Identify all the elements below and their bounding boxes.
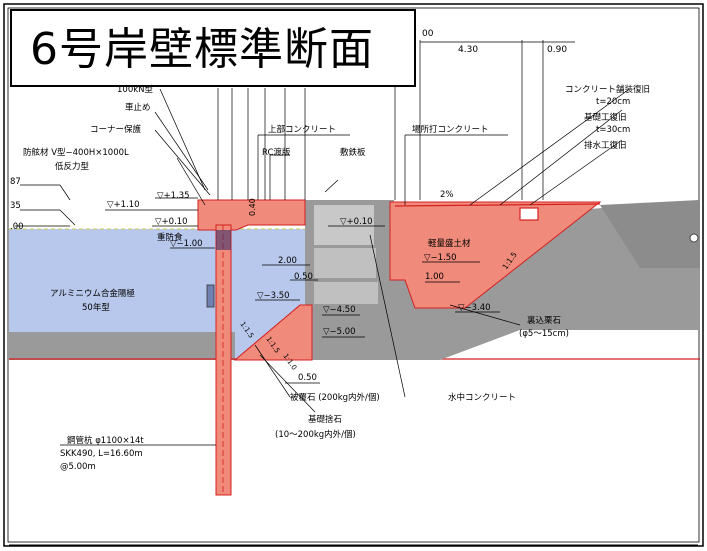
dim-top-b: 4.30: [458, 45, 478, 55]
label-iron-plate: 敷鉄板: [340, 147, 366, 158]
drainage-box: [519, 207, 539, 221]
anode: [206, 284, 215, 308]
ground-far-right: [600, 200, 700, 268]
dim-100: 1.00: [425, 272, 444, 282]
level-plus-010-b: ▽+0.10: [340, 217, 373, 227]
label-pave-2: t=20cm: [596, 97, 630, 107]
cast-in-place-concrete: [389, 201, 602, 309]
title-box: 6号岸壁標準断面: [10, 9, 416, 87]
grade-2pct: 2%: [440, 190, 454, 200]
drawing-frame: [3, 3, 704, 547]
dim-050-a: 0.50: [294, 272, 313, 282]
label-stop: 車止め: [125, 102, 151, 113]
level-minus-150: ▽−1.50: [424, 253, 457, 263]
level-minus-350: ▽−3.50: [257, 291, 290, 301]
label-base-1: 基礎工復旧: [584, 112, 627, 123]
label-pile-3: @5.00m: [60, 462, 96, 472]
label-light-fill: 軽量盛土材: [428, 238, 471, 249]
label-100kn: 100kN型: [117, 85, 154, 95]
slope-mound: 1:1.5: [264, 335, 281, 354]
ground-marker: [689, 233, 699, 243]
leader-lines: [15, 40, 629, 446]
old-block-2: [314, 248, 376, 278]
label-corner: コーナー保護: [90, 124, 142, 135]
label-foundation-1: 基礎捨石: [308, 414, 342, 425]
slope-rock: 1:1.5: [238, 320, 255, 339]
dim-040: 0.40: [248, 198, 257, 216]
label-anode-1: アルミニウム合金陽極: [50, 288, 135, 299]
dim-top-c: 0.90: [547, 45, 567, 55]
label-pave-1: コンクリート舗装復旧: [565, 84, 650, 95]
anticorrosion-band: [216, 230, 231, 250]
label-cover-stone: 被覆石 (200kg内外/個): [290, 392, 380, 403]
level-left-00: .00: [10, 222, 24, 232]
level-left-87: 87: [10, 177, 21, 187]
label-pile-1: 鋼管杭 φ1100×14t: [67, 435, 144, 446]
level-plus-110: ▽+1.10: [107, 200, 140, 210]
label-backfill-2: (φ5〜15cm): [519, 329, 569, 339]
level-minus-340: ▽−3.40: [458, 303, 491, 313]
level-minus-500: ▽−5.00: [323, 327, 356, 337]
level-left-35: 35: [10, 201, 21, 211]
label-pile-2: SKK490, L=16.60m: [60, 449, 143, 459]
old-block-1: [314, 205, 374, 245]
dim-200: 2.00: [278, 256, 297, 266]
label-drain: 排水工復旧: [584, 140, 627, 151]
level-minus-450: ▽−4.50: [323, 305, 356, 315]
level-minus-100: ▽−1.00: [170, 239, 203, 249]
label-backfill-1: 裏込栗石: [527, 315, 561, 326]
dim-top-a: 00: [422, 29, 434, 39]
dim-050-b: 0.50: [298, 373, 317, 383]
level-plus-135: ▽+1.35: [157, 191, 190, 201]
label-anticorrosion: 重防食: [157, 232, 183, 243]
steel-pipe-pile: [215, 224, 232, 496]
seabed-ground: [9, 332, 235, 360]
label-base-2: t=30cm: [596, 125, 630, 135]
label-foundation-2: (10〜200kg内外/個): [275, 429, 356, 440]
slope-small: 1:1.0: [281, 352, 298, 371]
rubble-mound: [233, 304, 313, 361]
pavement-line: [394, 203, 601, 207]
old-block-3: [314, 282, 378, 304]
label-cast-in-place: 場所打コンクリート: [412, 124, 489, 135]
drawing-title: 6号岸壁標準断面: [30, 24, 374, 75]
label-underwater-concrete: 水中コンクリート: [448, 392, 516, 403]
label-rc-slab: RC渡版: [262, 147, 291, 158]
slope-fill: 1:1.5: [500, 250, 519, 271]
label-fender-2: 低反力型: [55, 161, 90, 172]
level-plus-010-a: ▽+0.10: [155, 217, 188, 227]
label-fender-1: 防舷材 V型−400H×1000L: [23, 147, 129, 158]
label-anode-2: 50年型: [82, 302, 110, 313]
label-upper-concrete: 上部コンクリート: [268, 124, 336, 135]
